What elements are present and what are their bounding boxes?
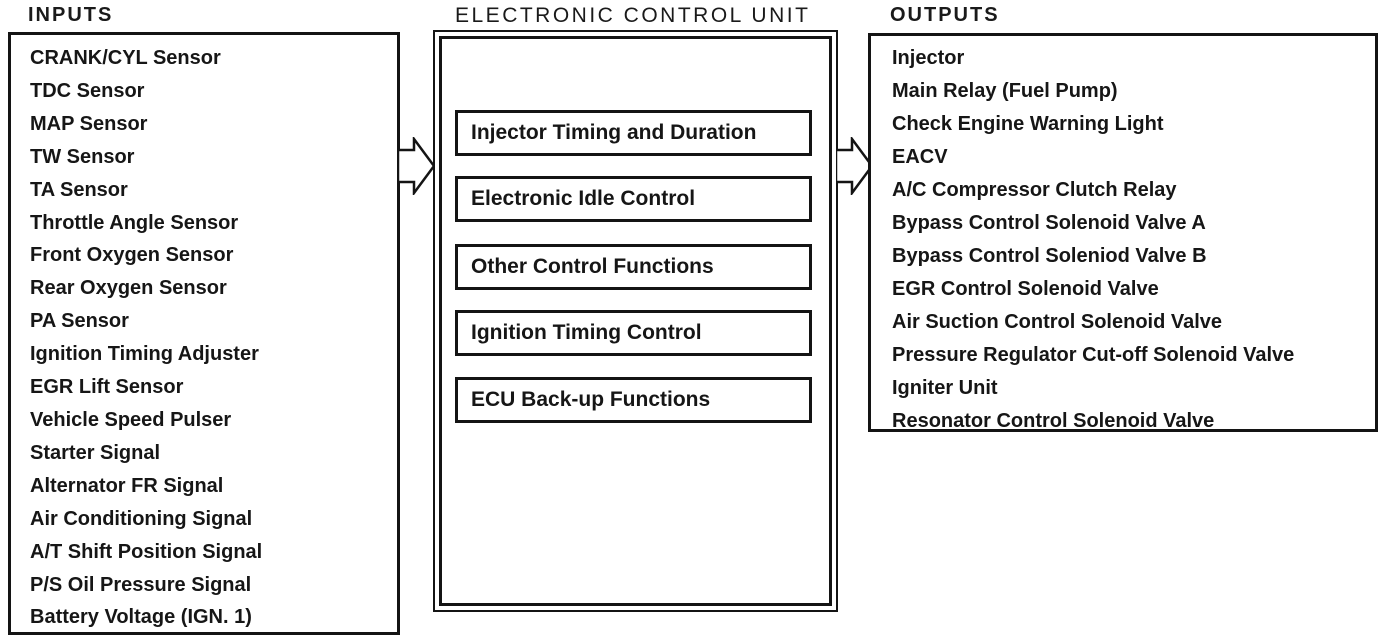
- ecu-function-box: Injector Timing and Duration: [455, 110, 812, 156]
- input-item: Alternator FR Signal: [30, 474, 224, 497]
- input-item: Starter Signal: [30, 441, 161, 464]
- output-item: Air Suction Control Solenoid Valve: [892, 311, 1223, 333]
- input-item: Throttle Angle Sensor: [30, 211, 239, 234]
- input-item: Ignition Timing Adjuster: [30, 343, 259, 366]
- output-item: EGR Control Solenoid Valve: [892, 278, 1159, 300]
- input-item: Battery Voltage (IGN. 1): [30, 606, 252, 629]
- input-item: Air Conditioning Signal: [30, 507, 253, 530]
- input-item: Vehicle Speed Pulser: [30, 408, 232, 431]
- ecu-inner-box: Injector Timing and Duration Electronic …: [439, 36, 832, 606]
- output-item: Check Engine Warning Light: [892, 113, 1164, 135]
- input-item: PA Sensor: [30, 310, 129, 333]
- ecu-function-box: ECU Back-up Functions: [455, 377, 812, 423]
- output-item: Resonator Control Solenoid Valve: [892, 410, 1215, 432]
- input-item: A/T Shift Position Signal: [30, 540, 263, 563]
- input-item: MAP Sensor: [30, 112, 148, 135]
- output-item: Bypass Control Soleniod Valve B: [892, 245, 1207, 267]
- input-item: TA Sensor: [30, 178, 128, 201]
- input-item: TDC Sensor: [30, 79, 145, 102]
- input-item: CRANK/CYL Sensor: [30, 47, 221, 69]
- inputs-title: INPUTS: [28, 4, 114, 26]
- input-item: Rear Oxygen Sensor: [30, 277, 227, 300]
- flow-arrow-inputs-to-ecu: [398, 137, 436, 195]
- ecu-function-box: Electronic Idle Control: [455, 176, 812, 222]
- input-item: TW Sensor: [30, 145, 135, 168]
- input-item: EGR Lift Sensor: [30, 376, 184, 399]
- input-item: Front Oxygen Sensor: [30, 244, 234, 267]
- ecu-title: ELECTRONIC CONTROL UNIT: [455, 4, 811, 27]
- input-item: P/S Oil Pressure Signal: [30, 573, 252, 596]
- output-item: Igniter Unit: [892, 377, 998, 399]
- output-item: Bypass Control Solenoid Valve A: [892, 212, 1206, 234]
- output-item: Injector: [892, 47, 965, 69]
- flow-arrow-ecu-to-outputs: [836, 137, 874, 195]
- output-item: A/C Compressor Clutch Relay: [892, 179, 1177, 201]
- output-item: Main Relay (Fuel Pump): [892, 80, 1118, 102]
- ecu-function-box: Other Control Functions: [455, 244, 812, 290]
- output-item: EACV: [892, 146, 948, 168]
- ecu-box: Injector Timing and Duration Electronic …: [433, 30, 838, 612]
- ecu-function-box: Ignition Timing Control: [455, 310, 812, 356]
- outputs-title: OUTPUTS: [890, 4, 1000, 26]
- output-item: Pressure Regulator Cut-off Solenoid Valv…: [892, 344, 1295, 366]
